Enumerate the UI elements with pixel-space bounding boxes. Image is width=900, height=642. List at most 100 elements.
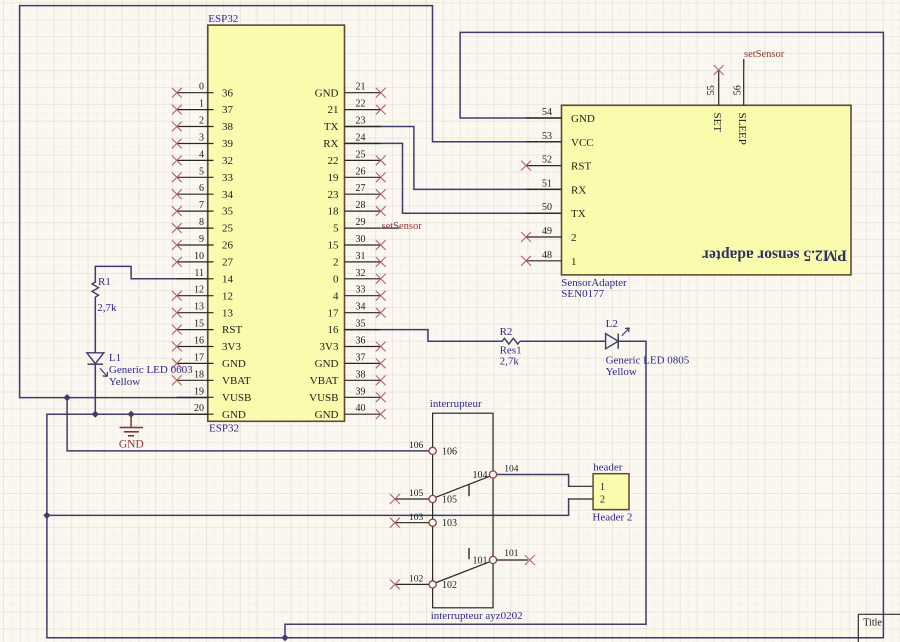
- svg-text:36: 36: [222, 87, 234, 99]
- svg-text:55: 55: [706, 85, 717, 95]
- svg-text:9: 9: [199, 234, 204, 245]
- svg-text:102: 102: [442, 580, 457, 591]
- svg-text:103: 103: [442, 518, 457, 529]
- svg-text:1: 1: [199, 99, 204, 110]
- svg-text:16: 16: [328, 324, 340, 336]
- svg-text:37: 37: [356, 352, 366, 363]
- svg-text:52: 52: [542, 155, 552, 166]
- svg-text:0: 0: [333, 273, 339, 285]
- svg-text:0: 0: [199, 82, 204, 93]
- svg-text:4: 4: [199, 149, 204, 160]
- svg-text:VBAT: VBAT: [222, 375, 251, 387]
- svg-text:102: 102: [409, 575, 424, 585]
- svg-text:39: 39: [356, 386, 366, 397]
- svg-text:Yellow: Yellow: [109, 376, 140, 388]
- svg-text:GND: GND: [222, 409, 246, 421]
- svg-text:18: 18: [328, 206, 340, 218]
- svg-text:38: 38: [356, 369, 366, 380]
- svg-text:15: 15: [194, 319, 204, 330]
- svg-text:23: 23: [328, 189, 340, 201]
- svg-text:6: 6: [199, 183, 204, 194]
- svg-text:27: 27: [356, 183, 366, 194]
- svg-text:33: 33: [356, 285, 366, 296]
- svg-text:51: 51: [542, 178, 552, 189]
- svg-text:2: 2: [199, 116, 204, 127]
- svg-text:104: 104: [504, 465, 519, 475]
- svg-text:SensorAdapter: SensorAdapter: [561, 277, 627, 289]
- svg-text:GND: GND: [315, 87, 339, 99]
- svg-text:L1: L1: [109, 352, 121, 364]
- svg-text:ESP32: ESP32: [208, 13, 238, 25]
- svg-text:32: 32: [222, 155, 233, 167]
- svg-text:2: 2: [571, 232, 577, 244]
- svg-text:21: 21: [328, 104, 339, 116]
- svg-text:2,7k: 2,7k: [97, 302, 117, 314]
- svg-text:35: 35: [222, 206, 234, 218]
- svg-text:GND: GND: [315, 409, 339, 421]
- svg-text:5: 5: [333, 223, 339, 235]
- svg-text:PM2.5 sensor adapter: PM2.5 sensor adapter: [702, 247, 847, 264]
- svg-text:25: 25: [356, 149, 366, 160]
- svg-text:50: 50: [542, 202, 552, 213]
- svg-text:53: 53: [542, 131, 552, 142]
- svg-text:31: 31: [356, 251, 366, 262]
- svg-text:GND: GND: [222, 358, 246, 370]
- svg-text:40: 40: [356, 403, 366, 414]
- svg-text:TX: TX: [324, 121, 339, 133]
- svg-text:18: 18: [194, 369, 204, 380]
- svg-text:header: header: [593, 462, 623, 474]
- svg-text:21: 21: [356, 82, 366, 93]
- svg-text:Title: Title: [863, 617, 882, 628]
- svg-text:11: 11: [194, 268, 204, 279]
- svg-text:106: 106: [442, 446, 457, 457]
- svg-text:SET: SET: [711, 113, 723, 133]
- svg-text:105: 105: [409, 489, 424, 499]
- svg-text:30: 30: [356, 234, 366, 245]
- svg-text:R2: R2: [500, 326, 513, 338]
- svg-text:34: 34: [222, 189, 234, 201]
- svg-text:26: 26: [222, 240, 234, 252]
- svg-text:13: 13: [222, 307, 234, 319]
- svg-text:GND: GND: [571, 113, 595, 125]
- svg-text:VCC: VCC: [571, 137, 594, 149]
- svg-text:4: 4: [333, 290, 339, 302]
- svg-text:interrupteur: interrupteur: [430, 398, 482, 410]
- svg-text:1: 1: [571, 256, 577, 268]
- svg-text:22: 22: [328, 155, 339, 167]
- svg-text:54: 54: [542, 107, 552, 118]
- svg-text:36: 36: [356, 336, 366, 347]
- svg-text:19: 19: [194, 386, 204, 397]
- svg-text:24: 24: [356, 133, 366, 144]
- svg-text:56: 56: [732, 85, 743, 95]
- svg-text:2,7k: 2,7k: [500, 356, 520, 368]
- svg-text:20: 20: [194, 403, 204, 414]
- svg-text:26: 26: [356, 166, 366, 177]
- svg-text:17: 17: [194, 352, 204, 363]
- svg-text:105: 105: [442, 495, 457, 506]
- svg-text:25: 25: [222, 223, 234, 235]
- svg-text:ESP32: ESP32: [209, 423, 239, 435]
- svg-text:8: 8: [199, 217, 204, 228]
- svg-text:101: 101: [504, 549, 519, 559]
- svg-text:33: 33: [222, 172, 234, 184]
- svg-text:104: 104: [473, 470, 488, 481]
- svg-text:setSensor: setSensor: [744, 49, 785, 60]
- svg-text:12: 12: [222, 290, 233, 302]
- svg-text:19: 19: [328, 172, 340, 184]
- svg-text:38: 38: [222, 121, 234, 133]
- svg-text:R1: R1: [98, 276, 111, 288]
- svg-text:32: 32: [356, 268, 366, 279]
- svg-text:27: 27: [222, 257, 234, 269]
- svg-text:setSensor: setSensor: [382, 221, 423, 232]
- svg-text:12: 12: [194, 285, 204, 296]
- svg-text:3: 3: [199, 133, 204, 144]
- svg-text:TX: TX: [571, 208, 586, 220]
- svg-text:34: 34: [356, 302, 366, 313]
- svg-text:48: 48: [542, 250, 552, 261]
- svg-text:103: 103: [409, 513, 424, 523]
- svg-text:VUSB: VUSB: [309, 392, 338, 404]
- svg-text:16: 16: [194, 336, 204, 347]
- svg-text:SLEEP: SLEEP: [736, 113, 748, 145]
- svg-text:GND: GND: [315, 358, 339, 370]
- svg-text:Header 2: Header 2: [592, 512, 632, 524]
